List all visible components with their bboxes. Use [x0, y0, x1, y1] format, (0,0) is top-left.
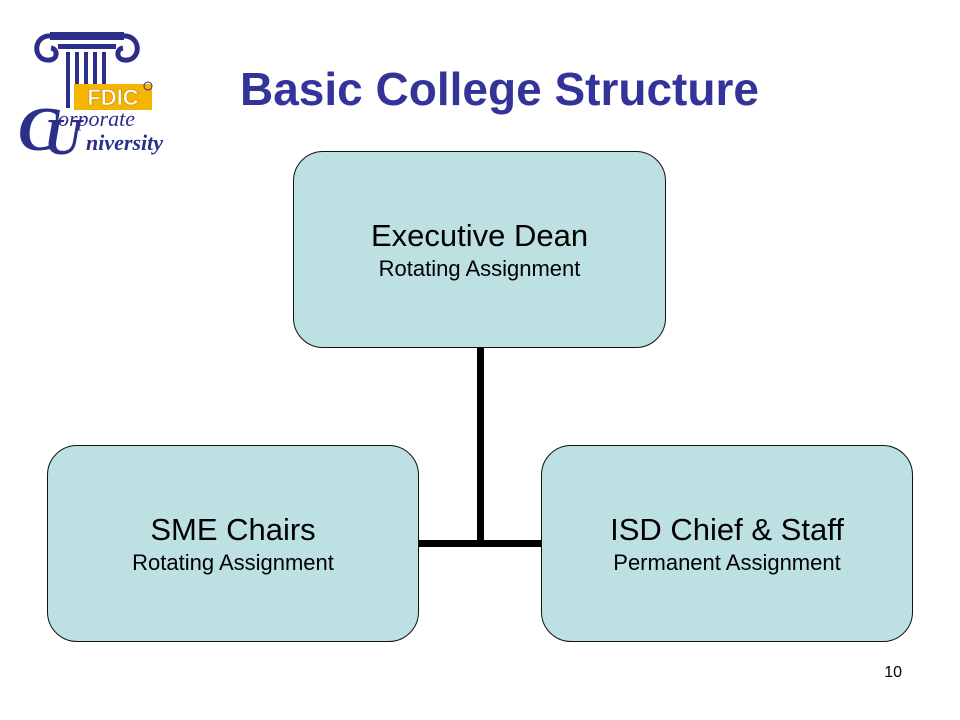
- node-subtitle: Rotating Assignment: [378, 255, 581, 281]
- connector-horizontal: [416, 540, 544, 547]
- svg-text:C: C: [18, 96, 60, 159]
- node-subtitle: Rotating Assignment: [132, 549, 334, 575]
- logo-line2: niversity: [86, 130, 163, 155]
- logo-acronym: FDIC: [87, 85, 138, 110]
- connector-vertical: [477, 348, 484, 546]
- node-name: ISD Chief & Staff: [610, 511, 844, 547]
- node-name: Executive Dean: [370, 217, 589, 253]
- logo-line1: orporate: [58, 106, 135, 131]
- node-executive-dean: Executive Dean Rotating Assignment: [293, 151, 666, 348]
- node-name: SME Chairs: [150, 511, 316, 547]
- node-subtitle: Permanent Assignment: [613, 549, 841, 575]
- node-isd-chief-staff: ISD Chief & Staff Permanent Assignment: [541, 445, 913, 642]
- logo-graphic: FDIC C U orporate niversity: [18, 32, 163, 166]
- svg-text:U: U: [44, 109, 84, 159]
- slide-title: Basic College Structure: [240, 63, 759, 115]
- page-number: 10: [884, 664, 902, 681]
- fdic-corporate-university-logo: FDIC C U orporate niversity: [14, 14, 194, 166]
- node-sme-chairs: SME Chairs Rotating Assignment: [47, 445, 419, 642]
